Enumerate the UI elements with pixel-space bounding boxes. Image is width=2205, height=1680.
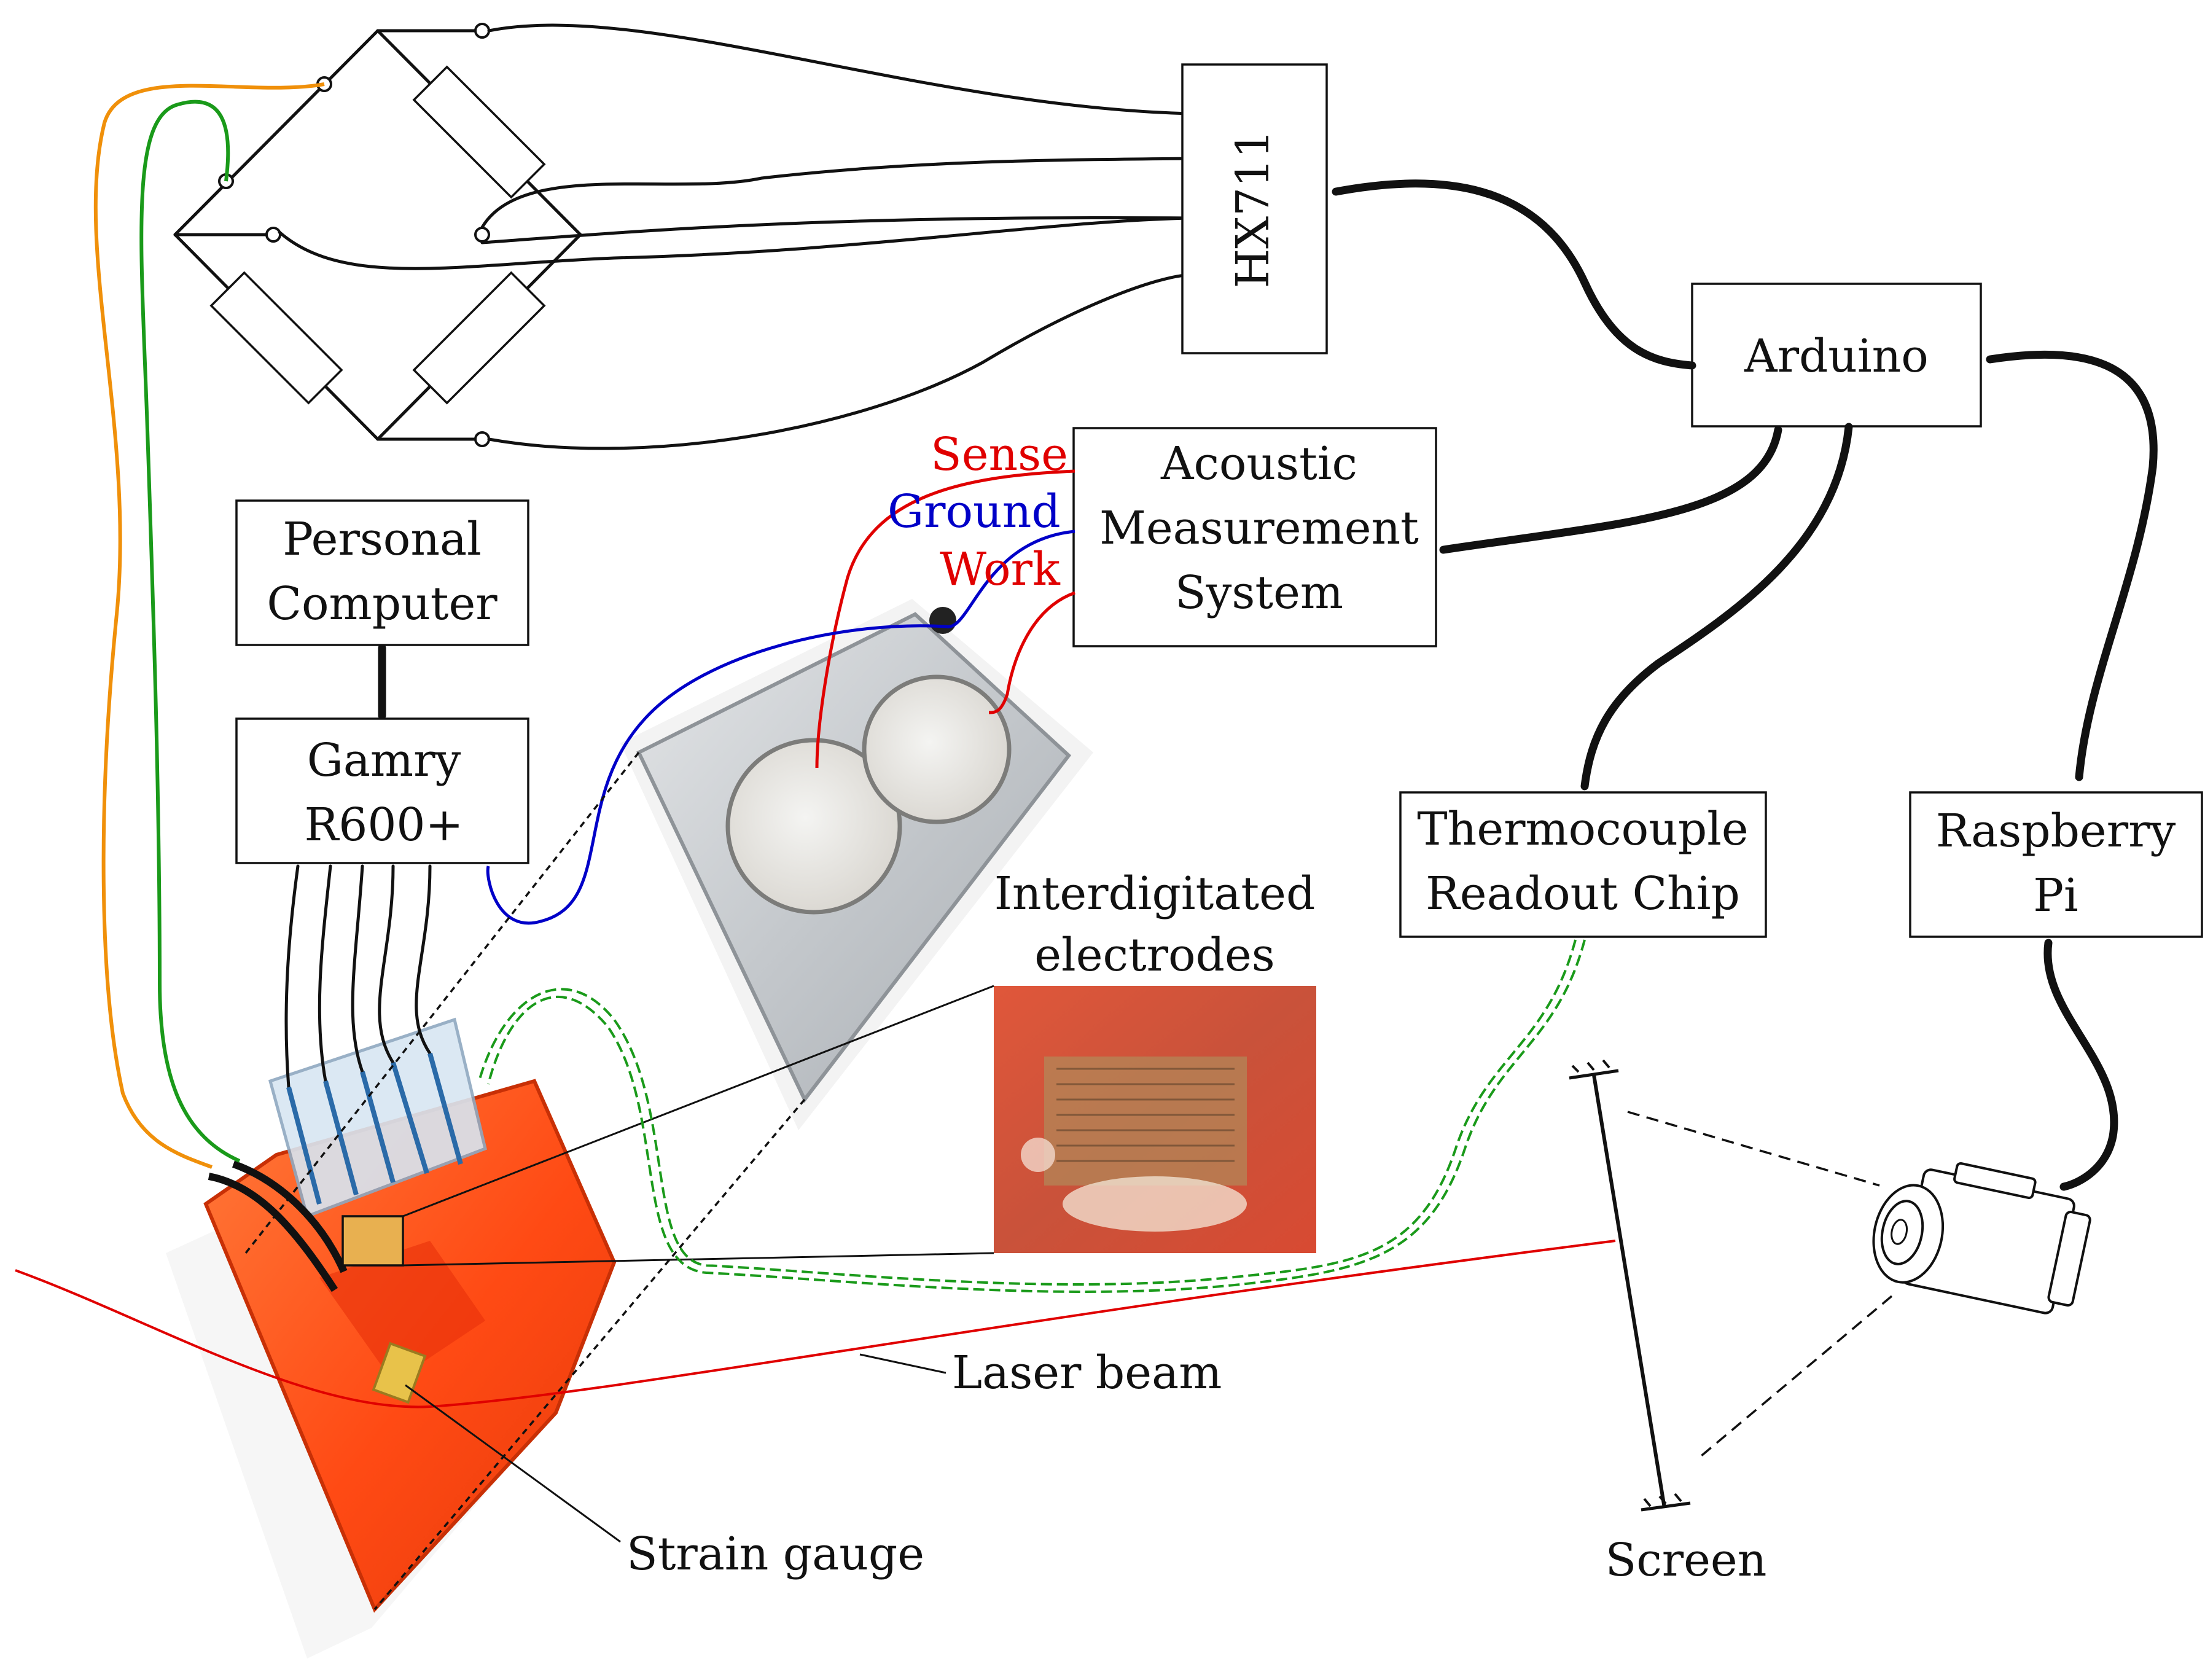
strain-gauge-label: Strain gauge <box>626 1528 924 1580</box>
thermocouple-readout-chip: Thermocouple Readout Chip <box>1399 791 1767 938</box>
pc-label-2: Computer <box>267 577 498 630</box>
terminal <box>474 227 490 243</box>
orange-test-device <box>166 864 617 1659</box>
camera-icon <box>1872 1162 2091 1315</box>
strain-gauge-leader <box>405 1384 621 1543</box>
laser-beam-leader <box>859 1353 946 1374</box>
arduino-module: Arduino <box>1691 283 1982 428</box>
laser-beam <box>15 1240 1616 1408</box>
wheatstone-bridge <box>173 23 582 447</box>
data-cables <box>378 179 2158 1191</box>
electrode-spot <box>341 1215 404 1267</box>
orange-wire <box>93 82 325 1169</box>
raspberry-pi: Raspberry Pi <box>1909 791 2203 938</box>
screen-label: Screen <box>1606 1534 1767 1587</box>
raspberry-label-2: Pi <box>2033 869 2078 922</box>
inset-leader-bottom <box>402 1252 994 1267</box>
interdigitated-label-1: Interdigitated <box>994 867 1316 920</box>
green-wire <box>139 100 241 1163</box>
sense-wire <box>815 469 1075 768</box>
acoustic-label-2: Measurement <box>1099 502 1419 555</box>
aluminium-sample-plate <box>620 599 1093 1130</box>
interdigitated-label-2: electrodes <box>1034 929 1275 982</box>
bridge-to-hx711-wires <box>278 23 1193 450</box>
personal-computer: Personal Computer <box>235 499 529 646</box>
projection-screen <box>1569 1059 1691 1512</box>
hx711-module: HX711 <box>1181 63 1328 354</box>
raspberry-label-1: Raspberry <box>1936 805 2176 858</box>
strain-gauge <box>372 1342 427 1404</box>
laser-beam-label: Laser beam <box>952 1346 1222 1399</box>
camera-view-line <box>1700 1295 1893 1457</box>
mounting-hole <box>929 607 956 634</box>
camera-view-line <box>1627 1111 1880 1187</box>
projection-line <box>373 1098 806 1611</box>
pc-label-1: Personal <box>283 513 482 566</box>
piezo-disc-right <box>862 674 1012 824</box>
acoustic-label-3: System <box>1175 566 1343 619</box>
ground-wire <box>486 529 1075 925</box>
resistor-right <box>412 271 546 405</box>
ground-label: Ground <box>888 485 1061 538</box>
terminal <box>265 227 281 243</box>
work-wire <box>988 591 1075 714</box>
gamry-label-2: R600+ <box>305 799 464 851</box>
inset-leader-top <box>402 985 994 1217</box>
thermocouple-wire <box>478 939 1577 1286</box>
electrode-inset <box>994 986 1316 1253</box>
work-label: Work <box>940 543 1061 596</box>
acoustic-label-1: Acoustic <box>1160 437 1357 490</box>
electrode-wires <box>486 469 1075 925</box>
terminal <box>474 431 490 447</box>
thermo-label-2: Readout Chip <box>1426 867 1740 920</box>
hx711-label: HX711 <box>1227 130 1279 288</box>
thermo-label-1: Thermocouple <box>1417 803 1748 856</box>
terminal <box>474 23 490 39</box>
resistor-top <box>412 65 546 199</box>
gamry-potentiostat: Gamry R600+ <box>235 717 529 864</box>
arduino-label: Arduino <box>1744 330 1929 383</box>
resistor-left <box>209 271 343 405</box>
acoustic-measurement-system: Acoustic Measurement System <box>1072 427 1437 647</box>
piezo-disc-left <box>725 738 902 915</box>
gamry-leads <box>284 864 463 1205</box>
sense-label: Sense <box>931 428 1068 481</box>
gamry-label-1: Gamry <box>307 734 461 787</box>
